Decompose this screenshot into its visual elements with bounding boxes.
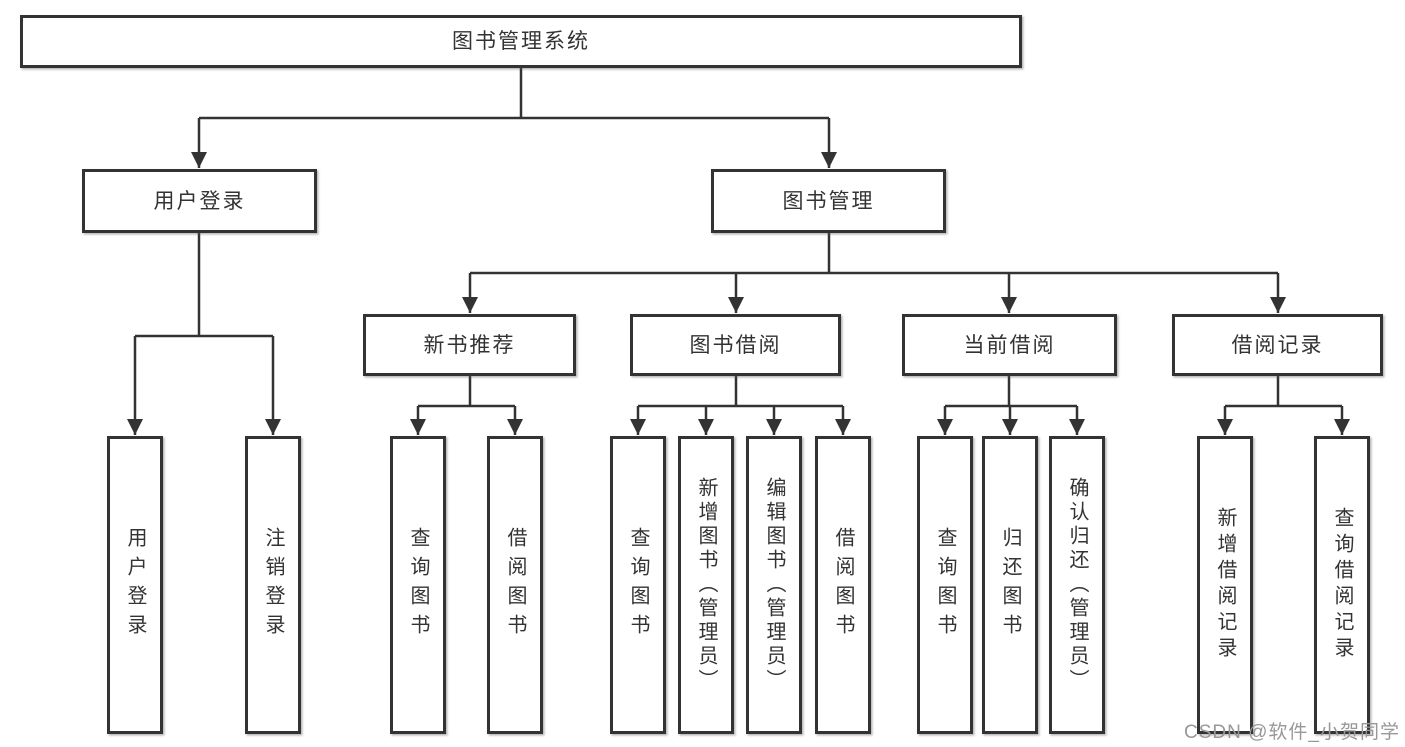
node-user-login: 用户登录 (82, 169, 317, 233)
leaf-return-books-label: 归还图书 (999, 527, 1021, 643)
leaf-logout: 注销登录 (245, 436, 301, 734)
node-current-borrow: 当前借阅 (902, 314, 1117, 376)
leaf-query-books-current-label: 查询图书 (934, 527, 956, 643)
leaf-confirm-return-admin-label: 确认归还（管理员） (1066, 477, 1088, 693)
node-root-label: 图书管理系统 (452, 30, 590, 53)
leaf-edit-books-admin: 编辑图书（管理员） (746, 436, 802, 734)
leaf-query-books-current: 查询图书 (917, 436, 973, 734)
leaf-add-books-admin-label: 新增图书（管理员） (695, 477, 717, 693)
leaf-borrow-books: 借阅图书 (815, 436, 871, 734)
node-current-borrow-label: 当前借阅 (963, 333, 1056, 357)
leaf-return-books: 归还图书 (982, 436, 1038, 734)
node-borrow-records-label: 借阅记录 (1231, 333, 1324, 357)
leaf-confirm-return-admin: 确认归还（管理员） (1049, 436, 1105, 734)
leaf-add-borrow-record: 新增借阅记录 (1197, 436, 1253, 734)
node-borrow-records: 借阅记录 (1172, 314, 1383, 376)
leaf-edit-books-admin-label: 编辑图书（管理员） (763, 477, 785, 693)
leaf-borrow-books-label: 借阅图书 (832, 527, 854, 643)
node-book-borrow-label: 图书借阅 (689, 333, 782, 357)
node-new-book-recommend-label: 新书推荐 (423, 333, 516, 357)
leaf-logout-label: 注销登录 (262, 527, 284, 643)
node-new-book-recommend: 新书推荐 (363, 314, 576, 376)
leaf-query-books-recommend: 查询图书 (390, 436, 446, 734)
leaf-query-books-borrow-label: 查询图书 (627, 527, 649, 643)
leaf-query-books-borrow: 查询图书 (610, 436, 666, 734)
leaf-user-login-label: 用户登录 (124, 527, 146, 643)
leaf-add-books-admin: 新增图书（管理员） (678, 436, 734, 734)
leaf-add-borrow-record-label: 新增借阅记录 (1214, 507, 1236, 663)
node-book-management: 图书管理 (711, 169, 946, 233)
leaf-borrow-books-recommend-label: 借阅图书 (504, 527, 526, 643)
leaf-query-borrow-record-label: 查询借阅记录 (1331, 507, 1353, 663)
node-book-management-label: 图书管理 (782, 189, 875, 213)
leaf-query-borrow-record: 查询借阅记录 (1314, 436, 1370, 734)
node-user-login-label: 用户登录 (153, 189, 246, 213)
leaf-borrow-books-recommend: 借阅图书 (487, 436, 543, 734)
csdn-watermark: CSDN @软件_小贺同学 (1184, 722, 1400, 743)
leaf-user-login: 用户登录 (107, 436, 163, 734)
node-book-borrow: 图书借阅 (630, 314, 841, 376)
node-root-library-system: 图书管理系统 (20, 15, 1022, 68)
leaf-query-books-recommend-label: 查询图书 (407, 527, 429, 643)
